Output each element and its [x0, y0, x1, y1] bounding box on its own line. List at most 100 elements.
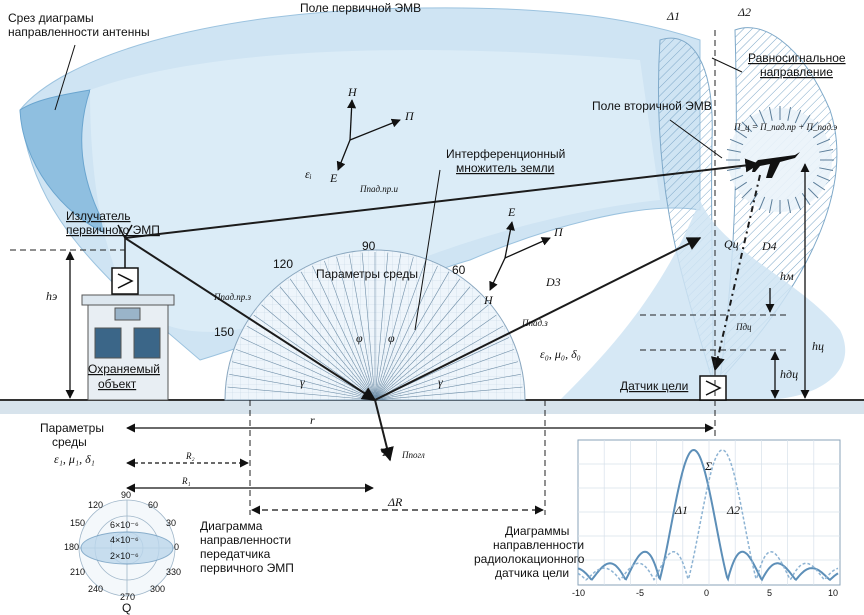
- polar-label-180: 180: [64, 542, 79, 552]
- sym-gamma-right: γ: [438, 375, 443, 389]
- ray-reflected: [374, 237, 702, 401]
- polar-label-30: 30: [166, 518, 176, 528]
- sym-h-m: hм: [780, 269, 794, 283]
- sym-Q-polar: Q: [122, 601, 131, 615]
- sym-E-top: E: [329, 171, 338, 185]
- sym-P-pad-pr-z: Ппад.пр.з: [213, 292, 252, 302]
- label-sensor-diagrams-4: датчика цели: [495, 566, 569, 580]
- label-antenna-slice-1: Срез диаграмы: [8, 11, 94, 25]
- polar-label-300: 300: [150, 584, 165, 594]
- label-antenna-slice-2: направленности антенны: [8, 25, 150, 39]
- protractor-tick-120: 120: [273, 257, 293, 271]
- antenna-pattern-slice: [19, 89, 112, 236]
- label-medium-left-symbols: ε₁, μ₁, δ₁: [54, 452, 95, 466]
- label-interference-1: Интерференционный: [446, 147, 565, 161]
- primary-field-inner: [90, 50, 660, 332]
- label-protected-1: Охраняемый: [88, 362, 160, 376]
- sym-sigma: Σ: [704, 459, 712, 473]
- label-equisignal-1: Равносигнальное: [748, 51, 846, 65]
- label-protected-2: объект: [98, 377, 137, 391]
- sym-Q-c: Qц: [724, 237, 739, 251]
- aircraft-target-icon: [752, 152, 800, 178]
- polar-label-210: 210: [70, 567, 85, 577]
- label-equisignal-2: направление: [760, 65, 833, 79]
- sym-h-dc: hдц: [780, 367, 798, 381]
- vector-triad-right: [489, 221, 551, 291]
- label-emitter-1: Излучатель: [66, 209, 131, 223]
- sym-phi-left: φ: [356, 331, 363, 345]
- rays: [124, 158, 761, 462]
- sym-R2: R₂: [185, 451, 195, 461]
- polar-radial-2: 2×10⁻⁶: [110, 551, 139, 561]
- label-transmitter-diagram-1: Диаграмма: [200, 519, 263, 533]
- polar-radial-6: 6×10⁻⁶: [110, 520, 139, 530]
- ray-incident: [124, 237, 377, 401]
- sym-H-top: H: [347, 85, 358, 99]
- protected-object-building: [81, 294, 175, 401]
- sensor-pattern-chart: [577, 439, 841, 586]
- polar-label-270: 270: [120, 592, 135, 602]
- protractor-tick-90: 90: [362, 239, 376, 253]
- label-delta2-top: Δ2: [737, 5, 751, 19]
- chart-tick-5: 5: [767, 588, 772, 598]
- emitter-box: [111, 224, 139, 295]
- sym-phi-right: φ: [388, 331, 395, 345]
- ray-direct: [124, 158, 760, 239]
- label-transmitter-diagram-4: первичного ЭМП: [200, 561, 294, 575]
- sym-Pi-top: П: [404, 109, 415, 123]
- label-medium-params: Параметры среды: [316, 267, 418, 281]
- polar-label-330: 330: [166, 567, 181, 577]
- polar-label-120: 120: [88, 500, 103, 510]
- sensor-pattern-delta2-curve: [577, 449, 839, 582]
- label-sensor-diagrams-3: радиолокационного: [474, 552, 585, 566]
- label-sensor-diagrams-2: направленности: [493, 538, 584, 552]
- ray-target-down: [711, 174, 761, 372]
- sym-dR: ΔR: [387, 495, 403, 509]
- sym-psi: Ψ: [380, 445, 390, 459]
- dimension-lines: [65, 163, 810, 515]
- chart-tick-m10: -10: [572, 588, 585, 598]
- sym-P-pad-z: Ппад.з: [521, 318, 548, 328]
- sym-Pi-right: П: [553, 225, 564, 239]
- label-delta1-top: Δ1: [666, 9, 680, 23]
- label-secondary-formula: П_ц = П_пад.пр + П_пад.э: [733, 122, 837, 132]
- sym-D3: D3: [545, 275, 561, 289]
- polar-label-0: 0: [174, 542, 179, 552]
- label-medium-left-2: среды: [52, 435, 87, 449]
- sym-P-dc: Пдц: [735, 322, 752, 332]
- chart-tick-0: 0: [704, 588, 709, 598]
- sym-P-pogl: Ппогл: [401, 450, 425, 460]
- polar-label-60: 60: [148, 500, 158, 510]
- protractor-tick-60: 60: [452, 263, 466, 277]
- sym-delta1-chart: Δ1: [674, 503, 688, 517]
- sym-eps-i: εᵢ: [305, 167, 312, 181]
- label-secondary-field: Поле вторичной ЭМВ: [592, 99, 712, 113]
- label-transmitter-diagram-2: направленности: [200, 533, 291, 547]
- label-medium-left-1: Параметры: [40, 421, 104, 435]
- chart-tick-m5: -5: [636, 588, 644, 598]
- protractor-tick-150: 150: [214, 325, 234, 339]
- sym-delta2-chart: Δ2: [726, 503, 740, 517]
- polar-label-150: 150: [70, 518, 85, 528]
- polar-label-90: 90: [121, 490, 131, 500]
- dashed-guides: [10, 30, 790, 515]
- label-transmitter-diagram-3: передатчика: [200, 547, 271, 561]
- label-emitter-2: первичного ЭМП: [66, 223, 160, 237]
- vector-triad-top: [336, 99, 401, 171]
- chart-tick-10: 10: [828, 588, 838, 598]
- sym-E-right: E: [507, 205, 516, 219]
- sym-H-right: H: [483, 293, 494, 307]
- label-interference-2: множитель земли: [456, 161, 554, 175]
- sym-h-e: hэ: [46, 289, 57, 303]
- sym-r: r: [310, 413, 315, 427]
- leader-lines: [54, 44, 743, 331]
- label-sensor-diagrams-1: Диаграммы: [505, 524, 569, 538]
- target-sensor-box: [699, 375, 727, 401]
- label-medium-right-symbols: ε₀, μ₀, δ₀: [540, 347, 581, 361]
- label-target-sensor: Датчик цели: [620, 379, 688, 393]
- sym-h-c: hц: [812, 339, 824, 353]
- sym-P-pad-pr-i: Ппад.пр.и: [359, 184, 399, 194]
- polar-radial-4: 4×10⁻⁶: [110, 535, 139, 545]
